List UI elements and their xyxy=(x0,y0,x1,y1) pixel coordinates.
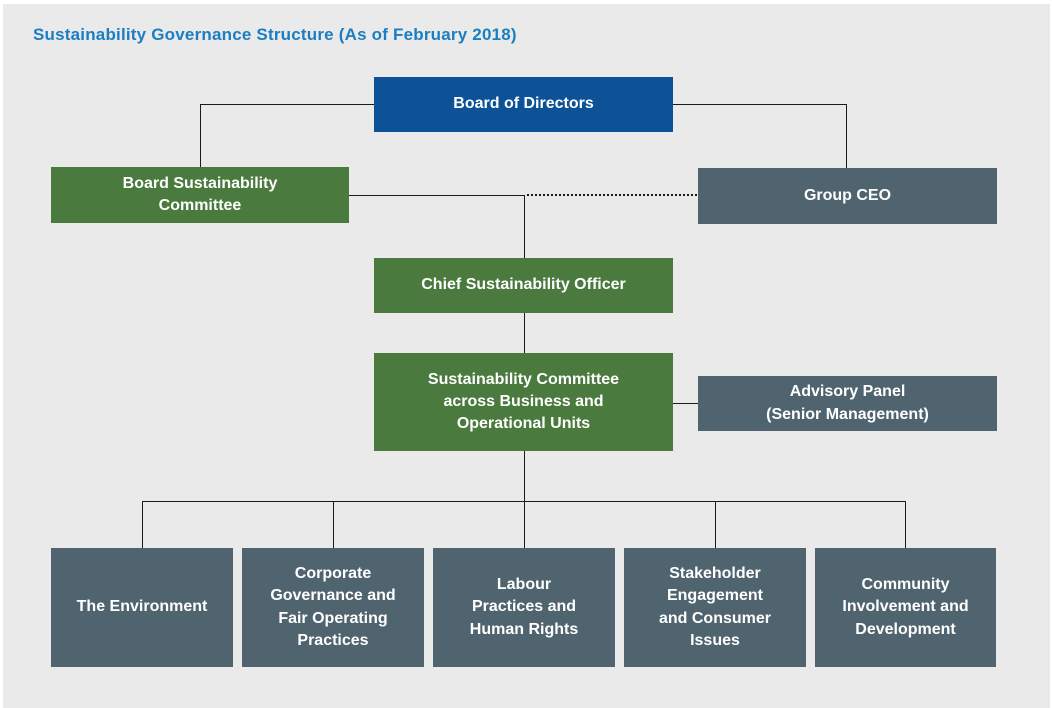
node-chief-sustainability-officer: Chief Sustainability Officer xyxy=(374,258,673,313)
connector-drop-labour-practices xyxy=(524,501,525,548)
connector-committee-to-advisory-panel xyxy=(673,403,698,404)
connector-committee-down-vertical xyxy=(524,451,525,501)
node-corporate-governance: Corporate Governance and Fair Operating … xyxy=(242,548,424,667)
connector-drop-community-involvement xyxy=(905,501,906,548)
connector-committee-horizontal xyxy=(349,195,525,196)
connector-dotted-to-ceo xyxy=(527,194,697,196)
chart-title: Sustainability Governance Structure (As … xyxy=(33,25,517,44)
node-board-of-directors: Board of Directors xyxy=(374,77,673,132)
node-the-environment: The Environment xyxy=(51,548,233,667)
connector-drop-stakeholder-engagement xyxy=(715,501,716,548)
node-labour-practices: Labour Practices and Human Rights xyxy=(433,548,615,667)
connector-board-to-committee-vertical xyxy=(200,104,201,167)
node-community-involvement: Community Involvement and Development xyxy=(815,548,996,667)
node-sustainability-committee: Sustainability Committee across Business… xyxy=(374,353,673,451)
node-group-ceo: Group CEO xyxy=(698,168,997,224)
node-board-sustainability-committee: Board Sustainability Committee xyxy=(51,167,349,223)
connector-board-to-ceo-horizontal xyxy=(673,104,846,105)
connector-cso-to-sustainability-committee xyxy=(524,313,525,353)
connector-drop-corporate-governance xyxy=(333,501,334,548)
connector-committee-to-cso-vertical xyxy=(524,195,525,258)
connector-board-to-committee-horizontal xyxy=(200,104,374,105)
node-stakeholder-engagement: Stakeholder Engagement and Consumer Issu… xyxy=(624,548,806,667)
node-advisory-panel: Advisory Panel (Senior Management) xyxy=(698,376,997,431)
connector-drop-environment xyxy=(142,501,143,548)
connector-board-to-ceo-vertical xyxy=(846,104,847,168)
